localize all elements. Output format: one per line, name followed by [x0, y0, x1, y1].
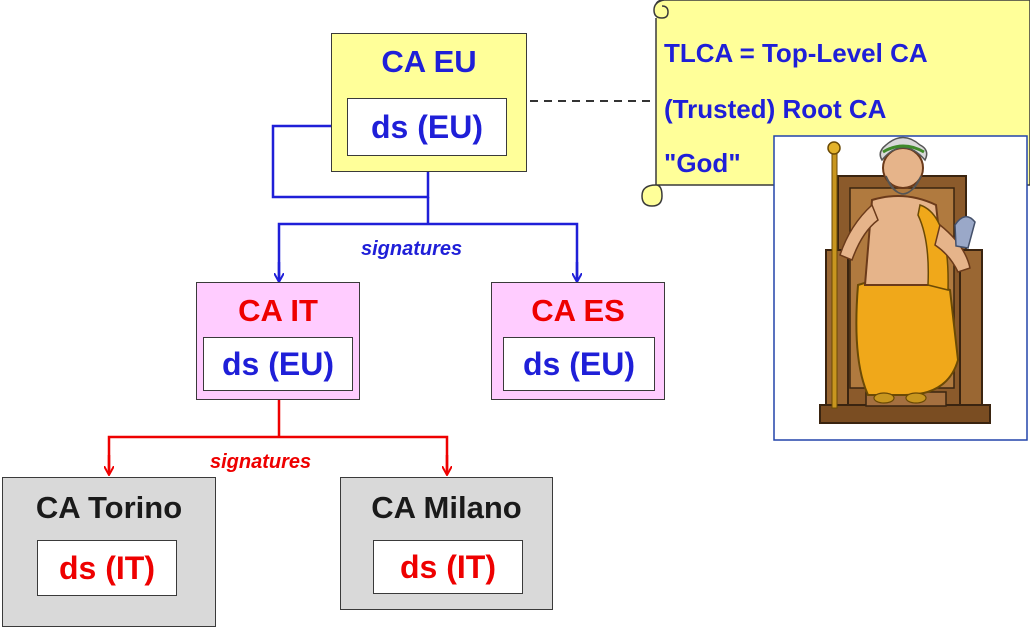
note-line-3: "God" [664, 148, 741, 178]
node-ca-it: CA IT ds (EU) [196, 282, 360, 400]
edge-label-signatures-eu: signatures [361, 238, 463, 260]
eu-branch-line [277, 197, 579, 279]
node-ca-milano: CA Milano ds (IT) [340, 477, 553, 610]
note-line-1: TLCA = Top-Level CA [664, 38, 928, 68]
node-ca-es: CA ES ds (EU) [491, 282, 665, 400]
node-ca-it-title: CA IT [238, 293, 318, 328]
node-ca-it-inner: ds (EU) [203, 337, 353, 391]
node-ca-torino: CA Torino ds (IT) [2, 477, 216, 627]
node-ca-eu-title: CA EU [381, 44, 477, 79]
node-ca-torino-inner: ds (IT) [37, 540, 177, 596]
node-ca-milano-title: CA Milano [371, 490, 522, 525]
node-ca-torino-title: CA Torino [35, 490, 183, 525]
node-ca-milano-inner: ds (IT) [373, 540, 523, 594]
node-ca-eu: CA EU ds (EU) [331, 33, 527, 172]
node-ca-es-inner: ds (EU) [503, 337, 655, 391]
node-ca-eu-inner: ds (EU) [347, 98, 507, 156]
note-line-2: (Trusted) Root CA [664, 94, 887, 124]
edge-label-signatures-it: signatures [210, 451, 312, 473]
node-ca-es-title: CA ES [531, 293, 625, 328]
self-signature-arrow [271, 126, 430, 199]
